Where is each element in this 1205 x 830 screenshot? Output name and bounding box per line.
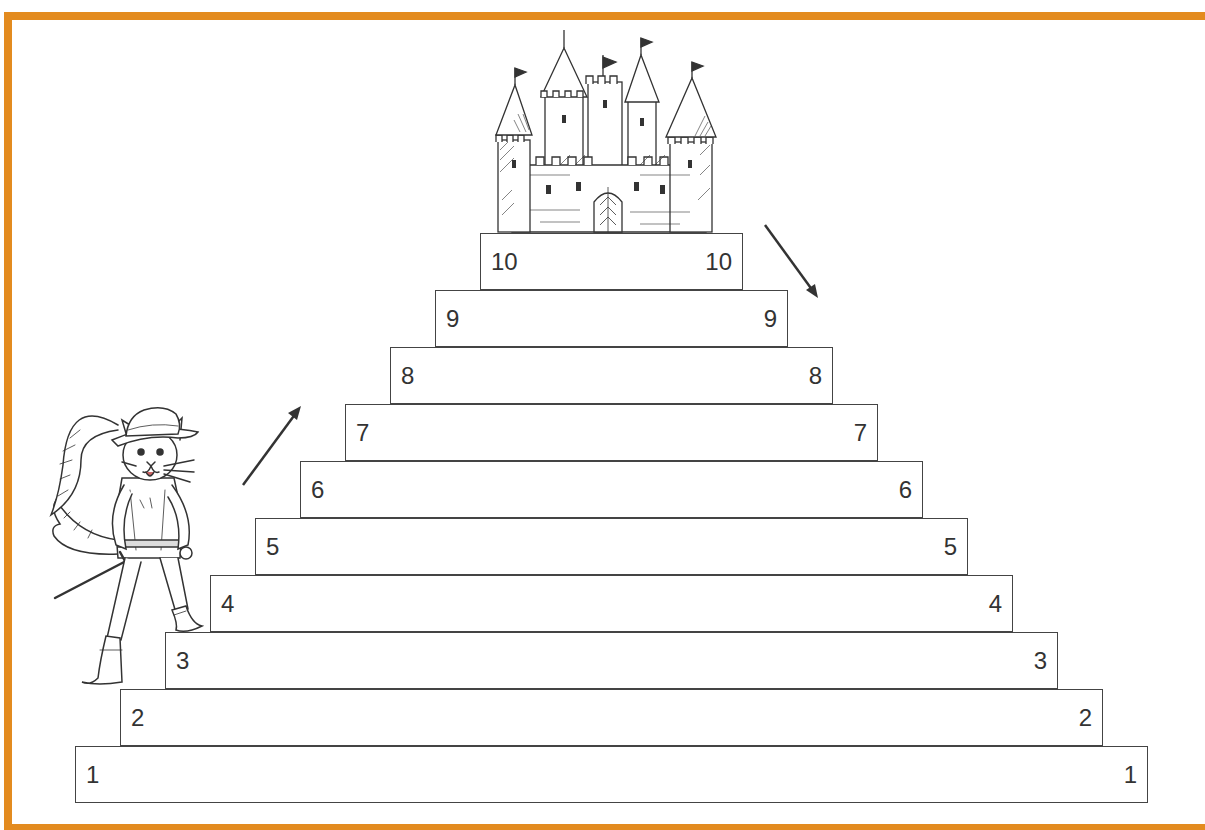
- step-number: 5: [266, 535, 279, 559]
- step-number: 8: [809, 364, 822, 388]
- step-number: 6: [311, 478, 324, 502]
- stair-step: 66: [300, 461, 923, 518]
- stair-step: 88: [390, 347, 833, 404]
- frame-bottom: [4, 824, 1205, 830]
- step-number: 10: [705, 250, 732, 274]
- arrow-head: [806, 284, 818, 298]
- stair-step: 55: [255, 518, 968, 575]
- step-number: 2: [131, 706, 144, 730]
- step-number: 2: [1079, 706, 1092, 730]
- step-number: 3: [1034, 649, 1047, 673]
- step-number: 10: [491, 250, 518, 274]
- step-number: 3: [176, 649, 189, 673]
- step-number: 8: [401, 364, 414, 388]
- step-number: 4: [221, 592, 234, 616]
- step-number: 1: [86, 763, 99, 787]
- down-arrow: [765, 225, 813, 291]
- stair-step: 22: [120, 689, 1103, 746]
- castle-drawing: [496, 30, 716, 232]
- frame-top: [4, 12, 1205, 20]
- step-number: 7: [356, 421, 369, 445]
- stair-step: 99: [435, 290, 788, 347]
- step-number: 5: [944, 535, 957, 559]
- step-number: 9: [446, 307, 459, 331]
- stair-step: 33: [165, 632, 1058, 689]
- step-number: 9: [764, 307, 777, 331]
- stair-step: 11: [75, 746, 1148, 803]
- stair-step: 77: [345, 404, 878, 461]
- step-number: 1: [1124, 763, 1137, 787]
- arrow-head: [288, 406, 301, 420]
- frame-left: [4, 12, 12, 830]
- stair-step: 44: [210, 575, 1013, 632]
- stair-step: 10 10: [480, 233, 743, 290]
- step-number: 7: [854, 421, 867, 445]
- step-number: 4: [989, 592, 1002, 616]
- step-number: 6: [899, 478, 912, 502]
- up-arrow: [243, 413, 296, 485]
